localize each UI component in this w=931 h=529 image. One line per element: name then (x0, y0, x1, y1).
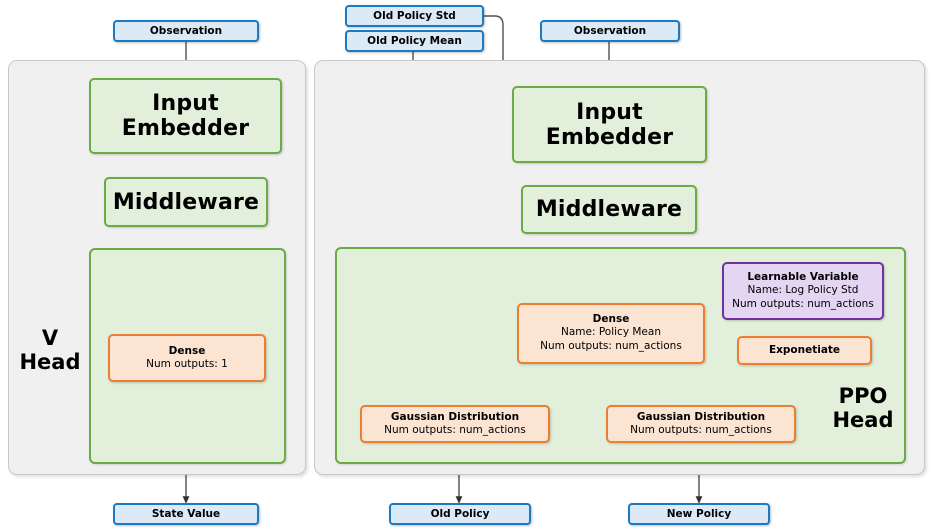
ppo-head-middleware-label: Middleware (535, 197, 683, 222)
v-head-label-line1: V (41, 326, 59, 350)
ppo-head-dense-policy-mean[interactable]: Dense Name: Policy Mean Num outputs: num… (517, 303, 705, 364)
learnable-variable-num-outputs: Num outputs: num_actions (732, 297, 874, 310)
ppo-head-dense-name: Name: Policy Mean (560, 326, 661, 339)
v-head-dense[interactable]: Dense Num outputs: 1 (108, 334, 266, 382)
input-observation-right[interactable]: Observation (540, 20, 680, 42)
ppo-head-label-line1: PPO (838, 384, 888, 408)
learnable-variable-name: Name: Log Policy Std (747, 283, 859, 296)
ppo-head-middleware[interactable]: Middleware (521, 185, 697, 234)
ppo-head-gaussian-new[interactable]: Gaussian Distribution Num outputs: num_a… (606, 405, 796, 443)
v-head-dense-title: Dense (168, 344, 206, 357)
v-head-label-line2: Head (19, 349, 81, 374)
input-observation-left[interactable]: Observation (113, 20, 259, 42)
exponetiate-label: Exponetiate (768, 343, 841, 356)
ppo-head-gaussian-old[interactable]: Gaussian Distribution Num outputs: num_a… (360, 405, 550, 443)
output-new-policy[interactable]: New Policy (628, 503, 770, 525)
ppo-head-label-line2: Head (832, 407, 894, 432)
gaussian-old-num-outputs: Num outputs: num_actions (384, 423, 526, 436)
input-old-policy-mean[interactable]: Old Policy Mean (345, 30, 484, 52)
gaussian-old-title: Gaussian Distribution (390, 410, 520, 423)
ppo-head-exponetiate[interactable]: Exponetiate (737, 336, 872, 365)
v-head-middleware-label: Middleware (112, 189, 260, 215)
ppo-head-label: PPO Head (820, 384, 906, 432)
v-head-middleware[interactable]: Middleware (104, 177, 268, 227)
ppo-head-input-embedder-label: Input Embedder (545, 99, 674, 150)
learnable-variable-title: Learnable Variable (747, 270, 859, 283)
gaussian-new-num-outputs: Num outputs: num_actions (630, 423, 772, 436)
output-old-policy-label: Old Policy (430, 508, 490, 520)
v-head-label: V Head (14, 326, 86, 374)
input-old-policy-std[interactable]: Old Policy Std (345, 5, 484, 27)
output-state-value[interactable]: State Value (113, 503, 259, 525)
output-new-policy-label: New Policy (666, 508, 732, 520)
input-old-policy-mean-label: Old Policy Mean (367, 35, 462, 47)
input-observation-right-label: Observation (573, 25, 647, 37)
gaussian-new-title: Gaussian Distribution (636, 410, 766, 423)
ppo-head-dense-num-outputs: Num outputs: num_actions (540, 340, 682, 353)
v-head-input-embedder[interactable]: Input Embedder (89, 78, 282, 154)
v-head-dense-num-outputs: Num outputs: 1 (146, 357, 228, 370)
v-head-input-embedder-label: Input Embedder (121, 91, 250, 141)
input-old-policy-std-label: Old Policy Std (373, 10, 456, 22)
ppo-head-learnable-variable[interactable]: Learnable Variable Name: Log Policy Std … (722, 262, 884, 320)
output-old-policy[interactable]: Old Policy (389, 503, 531, 525)
ppo-head-dense-title: Dense (592, 313, 630, 326)
ppo-head-input-embedder[interactable]: Input Embedder (512, 86, 707, 163)
input-observation-left-label: Observation (149, 25, 223, 37)
output-state-value-label: State Value (151, 508, 221, 520)
